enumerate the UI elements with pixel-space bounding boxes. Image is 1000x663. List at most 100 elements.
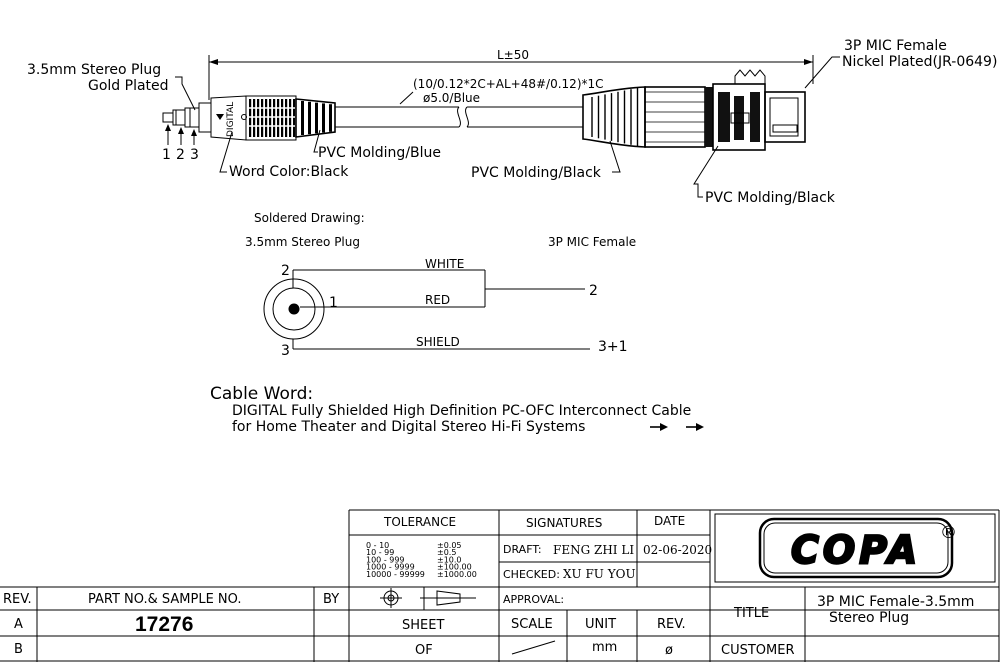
grip-rib (269, 99, 272, 137)
cable (335, 106, 583, 128)
stereo-plug-pin (162, 102, 212, 133)
pvc-black-cable-label: PVC Molding/Black (471, 165, 602, 181)
cable-diameter: ø5.0/Blue (423, 91, 480, 105)
wire-white-label: WHITE (425, 257, 464, 271)
tolerance-range: 100 - 999 (366, 555, 405, 564)
plug-label-line2: Gold Plated (88, 78, 169, 94)
length-label: L±50 (497, 48, 529, 62)
mic-pin-3-1: 3+1 (598, 339, 628, 355)
relief-rib (322, 103, 325, 133)
grip-rib (289, 99, 292, 137)
pin-number-2: 2 (176, 147, 185, 163)
grip-rib (273, 99, 276, 137)
tolerance-header: TOLERANCE (383, 515, 456, 529)
tolerance-value: ±0.5 (437, 548, 456, 557)
scale-slash (511, 640, 556, 655)
plug-pin-1: 1 (329, 295, 338, 311)
draft-label: DRAFT: (503, 543, 542, 556)
length-dimension: L±50 (208, 48, 814, 100)
pin-arrows (165, 124, 197, 145)
soldered-left-title: 3.5mm Stereo Plug (245, 235, 360, 249)
title-block (0, 509, 1000, 662)
pin-number-1: 1 (162, 147, 171, 163)
grip-rib (293, 99, 296, 137)
plug-body: DIGITAL (210, 95, 336, 141)
grip-rib (261, 99, 264, 137)
solder-wires (292, 269, 590, 350)
wire-red-label: RED (425, 293, 450, 307)
checked-label: CHECKED: (503, 568, 560, 581)
scale-label: SCALE (511, 617, 553, 632)
unit-label: UNIT (585, 617, 616, 632)
title-label: TITLE (733, 606, 769, 621)
sheet-label: SHEET (402, 618, 444, 633)
part-header: PART NO.& SAMPLE NO. (88, 592, 242, 607)
cable-word-title: Cable Word: (210, 384, 313, 404)
tolerance-value: ±0.05 (437, 541, 462, 550)
rev-a: A (14, 617, 23, 632)
grip-rib (253, 99, 256, 137)
arrow-mark-icon (216, 114, 224, 120)
projection-symbol-icon (380, 588, 476, 608)
title-value-line2: Stereo Plug (829, 610, 909, 626)
part-number: 17276 (135, 613, 193, 636)
word-color-leader (219, 131, 233, 173)
relief-rib (301, 101, 304, 135)
pvc-blue-leader (313, 129, 321, 153)
tolerance-value: ±1000.00 (437, 570, 477, 579)
plug-pin-3: 3 (281, 343, 290, 359)
rev-header: REV. (3, 592, 32, 607)
draft-name: FENG ZHI LI (553, 543, 634, 557)
registered-mark: ® (940, 523, 957, 543)
rev-label: REV. (657, 617, 686, 632)
cable-word-line1: DIGITAL Fully Shielded High Definition P… (232, 403, 691, 419)
tolerance-value: ±100.00 (437, 563, 472, 572)
mic-pin-2: 2 (589, 283, 598, 299)
checked-name: XU FU YOU (563, 567, 636, 581)
tolerance-range: 1000 - 9999 (366, 563, 415, 572)
approval-label: APPROVAL: (503, 593, 564, 606)
mic-label-line1: 3P MIC Female (844, 38, 947, 54)
wire-shield-label: SHIELD (416, 335, 460, 349)
grip-rib (257, 99, 260, 137)
plug-end-view (263, 278, 325, 340)
plug-pin-2: 2 (281, 263, 290, 279)
pvc-blue-label: PVC Molding/Blue (318, 145, 441, 161)
customer-label: CUSTOMER (721, 643, 794, 658)
tolerance-range: 0 - 10 (366, 541, 389, 550)
copa-logo: COPA ® (758, 517, 957, 579)
cable-word-line2: for Home Theater and Digital Stereo Hi-F… (232, 419, 585, 435)
grip-rib (265, 99, 268, 137)
relief-rib (329, 104, 332, 132)
tolerance-rows: 0 - 10 ±0.05 10 - 99 ±0.5 100 - 999 ±10.0 1000… (366, 541, 477, 579)
mic-connector (582, 69, 806, 151)
mic-label-line2: Nickel Plated(JR-0649) (842, 54, 997, 70)
pin-number-3: 3 (190, 147, 199, 163)
relief-rib (308, 101, 311, 135)
by-header: BY (323, 592, 339, 607)
logo-text: COPA (791, 528, 921, 572)
word-color-label: Word Color:Black (229, 164, 349, 180)
signatures-header: SIGNATURES (526, 516, 602, 530)
plug-label-line1: 3.5mm Stereo Plug (27, 62, 161, 78)
of-label: OF (415, 643, 433, 658)
grip-rib (277, 99, 280, 137)
grip-rib (281, 99, 284, 137)
grip-rib (249, 99, 252, 137)
rev-value: ø (665, 643, 673, 658)
soldered-right-title: 3P MIC Female (548, 235, 636, 249)
digital-print: DIGITAL (226, 102, 236, 137)
pvc-black-mic-label: PVC Molding/Black (705, 190, 836, 206)
tolerance-value: ±10.0 (437, 555, 462, 564)
tolerance-range: 10 - 99 (366, 548, 394, 557)
grip-rib (285, 99, 288, 137)
draft-date: 02-06-2020 (643, 543, 712, 557)
cable-spec: (10/0.12*2C+AL+48#/0.12)*1C (413, 77, 604, 91)
title-value-line1: 3P MIC Female-3.5mm (817, 594, 974, 610)
rev-b: B (14, 642, 23, 657)
unit-value: mm (592, 640, 617, 655)
pvc-black-mic-leader (693, 145, 719, 198)
tolerance-range: 10000 - 99999 (366, 570, 425, 579)
